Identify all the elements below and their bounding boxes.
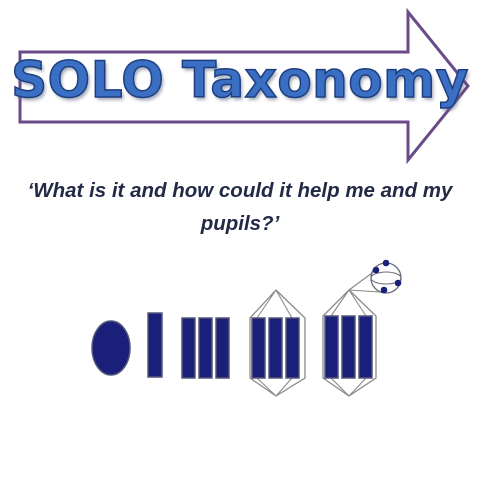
relational-bar-2 — [268, 317, 283, 379]
prestructural-circle — [91, 320, 131, 376]
extended-bar-3 — [358, 315, 373, 379]
extension-node-4 — [394, 279, 402, 287]
stage-multistructural — [181, 317, 230, 379]
arrow-banner — [18, 7, 470, 165]
stage-unistructural — [147, 312, 163, 378]
subtitle-line-1: ‘What is it and how could it help me and… — [27, 179, 453, 202]
multistructural-bar-1 — [181, 317, 196, 379]
extension-node-1 — [372, 266, 380, 274]
extension-node-2 — [382, 259, 390, 267]
extended-bar-1 — [324, 315, 339, 379]
multistructural-bar-3 — [215, 317, 230, 379]
unistructural-bar — [147, 312, 163, 378]
extension-node-3 — [380, 286, 388, 294]
extended-bar-2 — [341, 315, 356, 379]
subtitle-line-2: pupils?’ — [200, 212, 280, 235]
arrow-shape — [18, 7, 470, 165]
page-title: SOLO Taxonomy — [10, 50, 469, 110]
stage-relational — [249, 289, 306, 397]
relational-bar-3 — [285, 317, 300, 379]
stage-prestructural — [91, 320, 131, 376]
relational-bar-1 — [251, 317, 266, 379]
multistructural-bar-2 — [198, 317, 213, 379]
stage-extended-abstract — [322, 259, 402, 397]
subtitle: ‘What is it and how could it help me and… — [20, 174, 460, 240]
solo-stages-diagram — [91, 259, 402, 397]
